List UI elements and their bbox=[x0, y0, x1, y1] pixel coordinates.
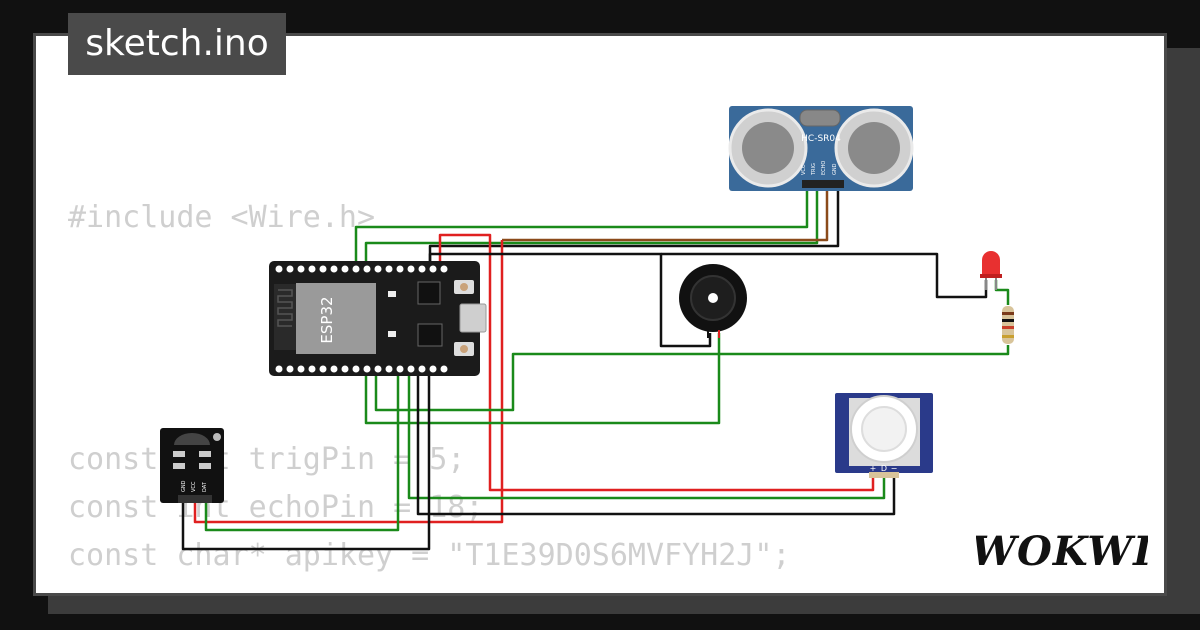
code-line-apikey: const char* apikey = "T1E39D0S6MVFYH2J"; bbox=[68, 538, 791, 573]
code-line-include: #include <Wire.h> bbox=[68, 200, 376, 235]
wire-led-signal bbox=[374, 345, 1010, 412]
pir-sensor: + D − bbox=[835, 393, 933, 478]
wire-ultrasonic-vcc bbox=[354, 188, 809, 262]
pir-pin-vcc: + bbox=[870, 464, 877, 473]
ultrasonic-sensor: HC-SR04 VCC TRIG ECHO GND bbox=[728, 106, 914, 191]
ir-pin-gnd: GND bbox=[181, 480, 187, 492]
esp32-top-header bbox=[275, 265, 448, 273]
wire-ir-gnd bbox=[181, 374, 431, 551]
wire-buzzer-signal bbox=[364, 333, 721, 425]
wokwi-logo-text: WOKWI bbox=[976, 528, 1148, 575]
led-red bbox=[980, 251, 1002, 290]
pir-pin-gnd: − bbox=[891, 464, 898, 473]
ultrasonic-label: HC-SR04 bbox=[801, 134, 841, 144]
wire-ultrasonic-trig bbox=[364, 188, 819, 262]
esp32-board: ESP32 bbox=[269, 261, 487, 376]
ir-pin-vcc: VCC bbox=[191, 481, 197, 492]
wire-red-power bbox=[438, 233, 875, 492]
sketch-title: sketch.ino bbox=[68, 13, 286, 75]
ir-sensor: GND VCC DAT bbox=[160, 428, 224, 503]
esp32-bottom-header bbox=[275, 365, 448, 373]
wire-ultrasonic-echo bbox=[502, 188, 829, 242]
wokwi-logo: WOKWI bbox=[971, 527, 1152, 580]
ir-pin-dat: DAT bbox=[202, 481, 208, 492]
ultrasonic-pin-vcc: VCC bbox=[801, 164, 807, 175]
resistor bbox=[1002, 306, 1014, 344]
wire-pir-signal bbox=[407, 374, 886, 500]
wokwi-logo-mark: WOKWI bbox=[971, 528, 1152, 575]
wire-ir-signal bbox=[204, 374, 400, 532]
ultrasonic-pin-gnd: GND bbox=[832, 163, 838, 175]
wire-gnd-led bbox=[661, 252, 988, 299]
ultrasonic-pin-trig: TRIG bbox=[811, 163, 817, 176]
buzzer bbox=[679, 264, 747, 338]
wire-led-resistor bbox=[994, 280, 1010, 305]
pir-pin-d: D bbox=[881, 464, 887, 473]
wire-red-ir bbox=[193, 240, 504, 524]
ultrasonic-pin-echo: ECHO bbox=[821, 161, 827, 175]
wire-gnd-buzzer bbox=[428, 252, 712, 348]
esp32-label: ESP32 bbox=[318, 296, 336, 343]
wire-pir-gnd bbox=[416, 374, 896, 516]
